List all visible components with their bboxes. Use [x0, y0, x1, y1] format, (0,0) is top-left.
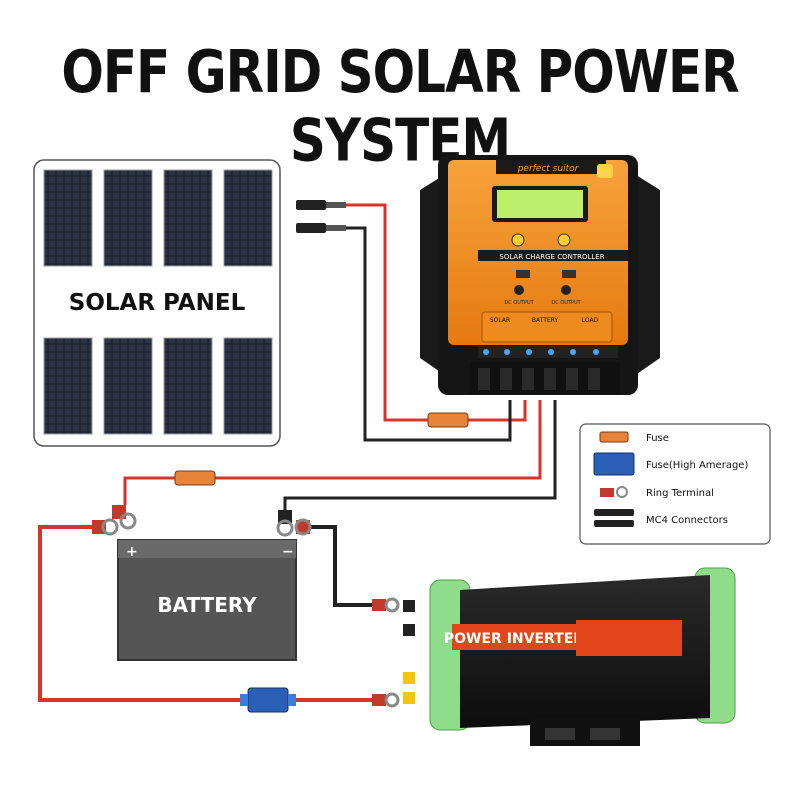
- page-title: OFF GRID SOLAR POWER SYSTEM: [61, 37, 739, 175]
- charge-controller: perfect suitor SOLAR CHARGE CONTROLLER D…: [420, 155, 660, 395]
- inverter-label-panel: [452, 624, 576, 650]
- dc-output-label: DC OUTPUT: [504, 300, 534, 306]
- terminal-label-load: LOAD: [582, 317, 599, 324]
- terminal-label-battery: BATTERY: [532, 317, 559, 324]
- controller-vents: [478, 368, 600, 390]
- fuse-icon: [599, 431, 629, 443]
- usb-port-icon[interactable]: [516, 270, 530, 278]
- controller-brand: perfect suitor: [517, 164, 580, 174]
- controller-name: SOLAR CHARGE CONTROLLER: [499, 253, 604, 261]
- solar-panel-modules: [43, 169, 273, 435]
- high-amperage-fuse-icon: [240, 687, 296, 713]
- ring-terminal-icon: [112, 505, 137, 530]
- ring-terminal-icon: [276, 510, 294, 537]
- inverter-negative-wire: [300, 525, 380, 607]
- usb-port-icon[interactable]: [562, 270, 576, 278]
- mc4-connectors: [296, 200, 346, 233]
- dc-output-label: DC OUTPUT: [551, 300, 581, 306]
- inverter-label: POWER INVERTER: [444, 631, 584, 647]
- legend-item-fuse: Fuse: [646, 433, 669, 444]
- ring-terminal-icon: [372, 597, 400, 613]
- power-inverter: POWER INVERTER: [403, 567, 736, 746]
- legend: Fuse Fuse(High Amerage) Ring Terminal MC…: [579, 423, 771, 545]
- ring-terminal-icon: [372, 692, 400, 708]
- battery-negative-icon: −: [282, 544, 294, 560]
- brand-logo-icon: [597, 164, 613, 178]
- inverter-positive-wire: [38, 525, 380, 702]
- fuse-icon: [174, 470, 216, 486]
- legend-item-ring-terminal: Ring Terminal: [646, 488, 714, 499]
- legend-item-high-amperage-fuse: Fuse(High Amerage): [646, 460, 748, 471]
- dc-output-port-icon[interactable]: [514, 285, 524, 295]
- battery-positive-wire: [123, 400, 542, 505]
- battery-negative-wire: [283, 400, 557, 512]
- inverter-terminals: [403, 600, 415, 704]
- ring-terminal-icon: [600, 486, 628, 498]
- fuse-icon: [427, 412, 469, 428]
- solar-panel-array: SOLAR PANEL: [33, 159, 281, 447]
- battery-label: BATTERY: [157, 593, 257, 617]
- terminal-screws: [483, 349, 599, 355]
- solar-panel-label: SOLAR PANEL: [69, 290, 246, 316]
- battery-positive-icon: +: [126, 544, 138, 560]
- ring-terminal-icon: [92, 518, 119, 536]
- legend-item-mc4-connectors: MC4 Connectors: [646, 515, 728, 526]
- button-icon[interactable]: [557, 233, 571, 247]
- high-amperage-fuse-icon: [593, 452, 635, 476]
- terminal-label-solar: SOLAR: [490, 317, 510, 324]
- battery: + − BATTERY: [117, 539, 297, 661]
- lcd-display: [497, 190, 583, 218]
- solar-positive-wire: [345, 203, 527, 422]
- ring-terminal-icon: [294, 518, 312, 536]
- dc-output-port-icon[interactable]: [561, 285, 571, 295]
- solar-negative-wire: [345, 226, 512, 442]
- wires: [38, 203, 557, 702]
- button-icon[interactable]: [511, 233, 525, 247]
- mc4-connector-icon: [594, 509, 634, 527]
